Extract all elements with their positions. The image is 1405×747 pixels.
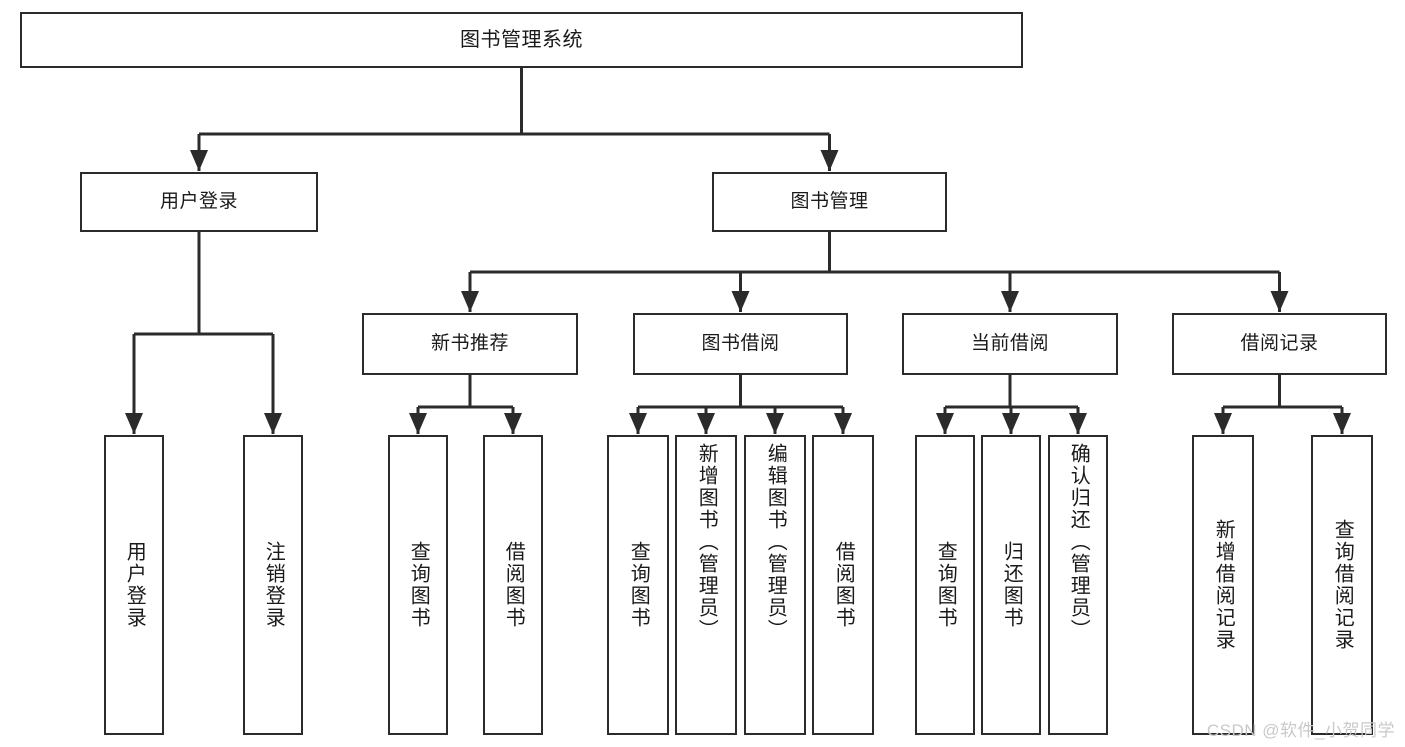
node-label: 用户登录 [159, 191, 238, 213]
node-leaf-logout[interactable]: 注销登录 [243, 435, 303, 735]
node-label: 新增借阅记录 [1212, 519, 1235, 651]
node-label: 确认归还（管理员） [1067, 443, 1090, 641]
node-leaf-borrow-book-2[interactable]: 借阅图书 [812, 435, 874, 735]
node-label: 新书推荐 [430, 333, 509, 355]
node-label: 借阅图书 [502, 541, 525, 629]
node-leaf-query-book-3[interactable]: 查询图书 [915, 435, 975, 735]
node-label: 新增图书（管理员） [695, 443, 718, 641]
node-leaf-borrow-book-1[interactable]: 借阅图书 [483, 435, 543, 735]
node-label: 查询图书 [627, 541, 650, 629]
node-leaf-return-book[interactable]: 归还图书 [981, 435, 1041, 735]
node-leaf-add-record[interactable]: 新增借阅记录 [1192, 435, 1254, 735]
node-leaf-add-book[interactable]: 新增图书（管理员） [675, 435, 737, 735]
node-label: 借阅记录 [1240, 333, 1319, 355]
node-label: 图书借阅 [701, 333, 780, 355]
node-label: 图书管理 [790, 191, 869, 213]
node-current-borrow[interactable]: 当前借阅 [902, 313, 1118, 375]
node-leaf-confirm-return[interactable]: 确认归还（管理员） [1048, 435, 1108, 735]
node-label: 查询图书 [407, 541, 430, 629]
node-label: 注销登录 [262, 541, 285, 629]
node-leaf-user-login[interactable]: 用户登录 [104, 435, 164, 735]
node-borrow-record[interactable]: 借阅记录 [1172, 313, 1387, 375]
node-root[interactable]: 图书管理系统 [20, 12, 1023, 68]
node-label: 编辑图书（管理员） [764, 443, 787, 641]
node-label: 当前借阅 [970, 333, 1049, 355]
node-label: 图书管理系统 [460, 28, 583, 51]
node-user-login[interactable]: 用户登录 [80, 172, 318, 232]
node-book-borrow[interactable]: 图书借阅 [633, 313, 848, 375]
node-label: 借阅图书 [832, 541, 855, 629]
node-label: 归还图书 [1000, 541, 1023, 629]
node-leaf-query-book-1[interactable]: 查询图书 [388, 435, 448, 735]
node-label: 查询图书 [934, 541, 957, 629]
node-leaf-query-record[interactable]: 查询借阅记录 [1311, 435, 1373, 735]
node-label: 用户登录 [123, 541, 146, 629]
node-leaf-edit-book[interactable]: 编辑图书（管理员） [744, 435, 806, 735]
watermark: CSDN @软件_小贺同学 [1206, 721, 1395, 740]
node-label: 查询借阅记录 [1331, 519, 1354, 651]
node-leaf-query-book-2[interactable]: 查询图书 [607, 435, 669, 735]
node-book-manage[interactable]: 图书管理 [712, 172, 947, 232]
node-new-book-rec[interactable]: 新书推荐 [362, 313, 578, 375]
